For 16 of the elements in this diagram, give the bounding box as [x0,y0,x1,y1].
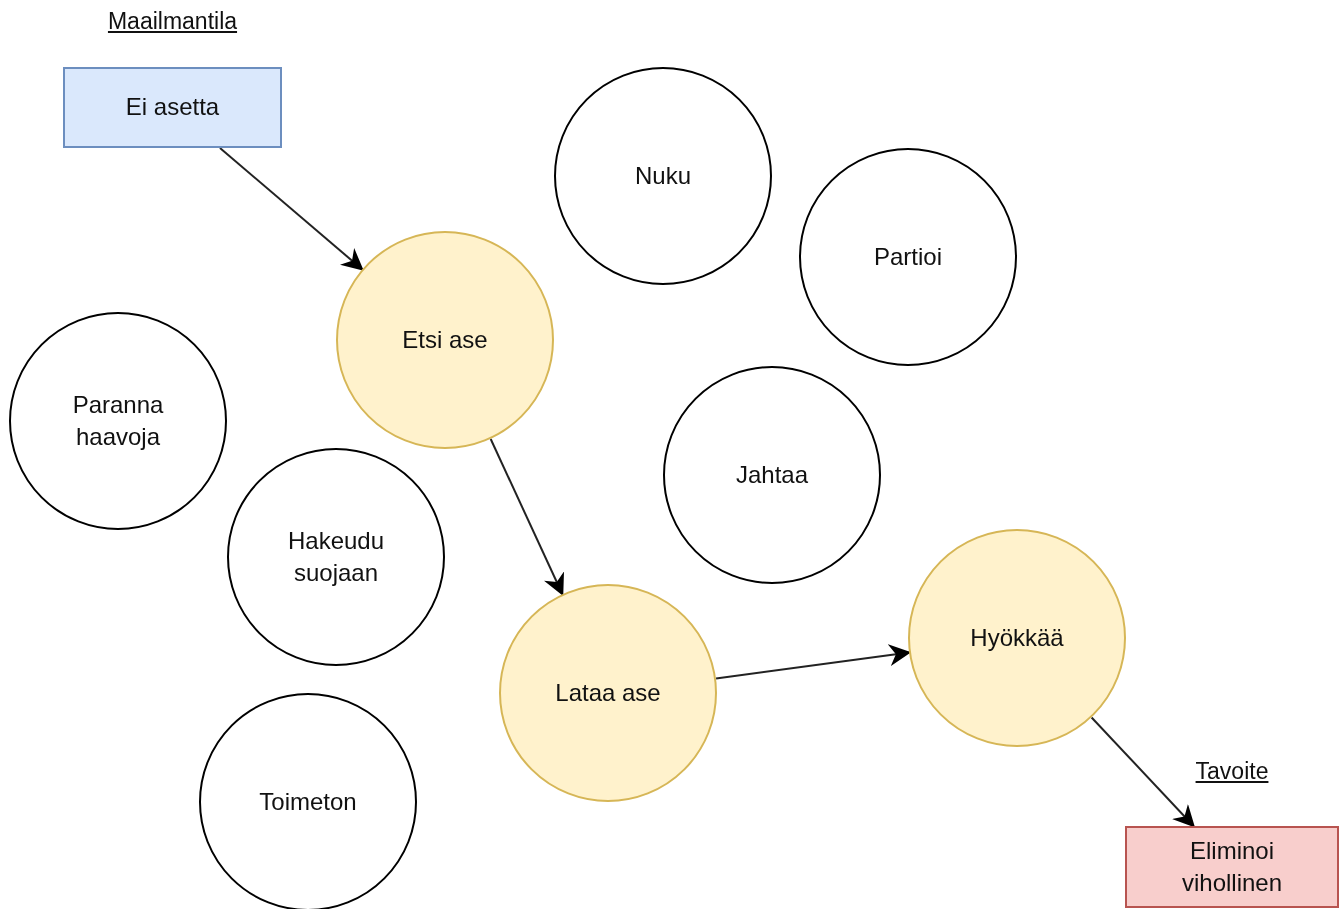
node-label: Jahtaa [734,459,810,490]
node-label: Nuku [634,160,692,191]
arrow [1090,716,1195,828]
heading-label: Maailmantila [107,8,238,34]
node-label: Eliminoi vihollinen [1180,835,1284,898]
node-label: Lataa ase [554,677,662,708]
node-label: Paranna haavoja [71,389,165,452]
node-label: Hyökkää [969,622,1065,653]
node-label: Etsi ase [401,324,489,355]
node-label: Ei asetta [124,92,221,123]
node-label: Toimeton [258,786,358,817]
arrow [218,147,364,271]
arrow [489,437,564,597]
node-label: Hakeudu suojaan [286,525,386,588]
node-label: Partioi [873,241,943,272]
heading-label: Tavoite [1195,758,1269,784]
